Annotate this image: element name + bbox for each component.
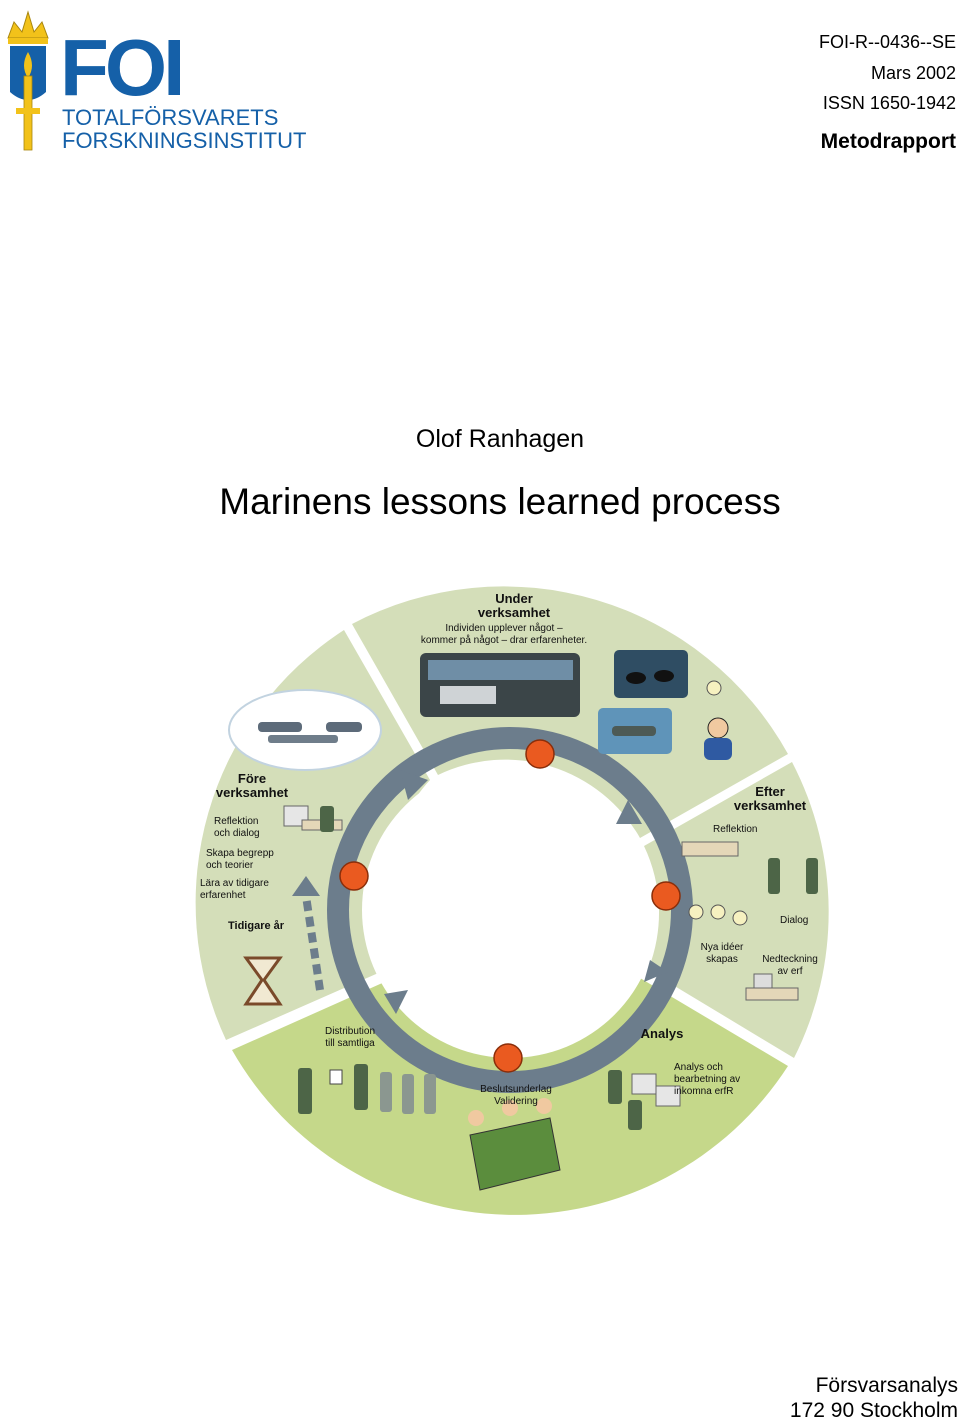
label-analys-beslut1: Beslutsunderlag bbox=[480, 1084, 552, 1095]
hourglass-icon bbox=[243, 956, 283, 1006]
report-number: FOI-R--0436--SE bbox=[818, 32, 956, 52]
label-analys-title: Analys bbox=[641, 1026, 684, 1041]
logo-wordmark: FOI bbox=[60, 23, 185, 112]
report-type: Metodrapport bbox=[820, 130, 956, 153]
label-efter-nya2: skapas bbox=[706, 954, 738, 965]
process-ring bbox=[327, 727, 693, 1093]
divers-photo bbox=[614, 650, 688, 698]
label-under-title1: Under bbox=[495, 591, 533, 606]
meeting-table-icon bbox=[468, 1098, 561, 1191]
person-icon bbox=[707, 717, 729, 739]
issn: ISSN 1650-1942 bbox=[822, 93, 956, 113]
label-under-desc2: kommer på något – drar erfarenheter. bbox=[421, 634, 587, 646]
node-efter bbox=[651, 881, 681, 911]
label-fore-tidigare: Tidigare år bbox=[228, 920, 285, 932]
org-name-line2: FORSKNINGSINSTITUT bbox=[62, 128, 307, 153]
label-efter-nya1: Nya idéer bbox=[701, 942, 744, 953]
org-name-line1: TOTALFÖRSVARETS bbox=[62, 105, 279, 130]
label-analys-desc1: Analys och bbox=[674, 1062, 723, 1073]
lightbulb-icon bbox=[688, 904, 748, 926]
workstation-icon bbox=[283, 805, 343, 832]
label-fore-r2: och dialog bbox=[214, 828, 260, 839]
label-analys-beslut2: Validering bbox=[494, 1096, 538, 1107]
document-title: Marinens lessons learned process bbox=[219, 481, 781, 522]
label-efter-ned2: av erf bbox=[777, 966, 802, 977]
label-fore-title2: verksamhet bbox=[216, 785, 289, 800]
label-efter-dialog: Dialog bbox=[780, 915, 808, 926]
address-line2: 172 90 Stockholm bbox=[789, 1399, 958, 1422]
computer-icon bbox=[631, 1073, 681, 1107]
soldiers-icon bbox=[768, 858, 818, 894]
label-fore-l2: erfarenhet bbox=[200, 890, 246, 901]
label-efter-title2: verksamhet bbox=[734, 798, 807, 813]
desk-icon bbox=[681, 841, 799, 1001]
arrow-head-icon bbox=[292, 876, 320, 896]
node-analys bbox=[493, 1043, 523, 1073]
label-fore-s2: och teorier bbox=[206, 860, 254, 871]
label-analys-dist2: till samtliga bbox=[325, 1038, 375, 1049]
author: Olof Ranhagen bbox=[415, 425, 585, 453]
arrow-head-icon bbox=[400, 770, 428, 800]
document-icon bbox=[329, 1069, 343, 1085]
label-analys-dist1: Distribution bbox=[325, 1026, 375, 1037]
queue-icon bbox=[298, 1064, 436, 1114]
process-wheel-diagram: Under verksamhet Individen upplever någo… bbox=[195, 586, 829, 1215]
arrow-head-icon bbox=[644, 960, 668, 982]
segment-efter bbox=[644, 762, 829, 1058]
arrow-head-icon bbox=[384, 990, 408, 1014]
label-fore-s1: Skapa begrepp bbox=[206, 848, 274, 859]
crown-emblem-icon bbox=[7, 10, 49, 151]
analysts-icon bbox=[608, 1070, 642, 1130]
label-under-title2: verksamhet bbox=[478, 605, 551, 620]
report-date: Mars 2002 bbox=[870, 63, 956, 83]
node-fore bbox=[339, 861, 369, 891]
label-analys-desc2: bearbetning av bbox=[674, 1074, 740, 1085]
address-line1: Försvarsanalys bbox=[815, 1374, 958, 1397]
foi-logo bbox=[7, 10, 49, 151]
node-under bbox=[525, 739, 555, 769]
lightbulb-icon bbox=[706, 680, 722, 696]
label-fore-title1: Före bbox=[238, 771, 266, 786]
thought-cloud-icon bbox=[228, 689, 382, 771]
label-efter-reflektion: Reflektion bbox=[713, 824, 757, 835]
label-fore-r1: Reflektion bbox=[214, 816, 258, 827]
label-fore-l1: Lära av tidigare bbox=[200, 878, 269, 889]
label-efter-title1: Efter bbox=[755, 784, 785, 799]
label-analys-desc3: inkomna erfR bbox=[674, 1086, 733, 1097]
label-under-desc1: Individen upplever något – bbox=[445, 622, 563, 634]
arrow-head-icon bbox=[616, 800, 642, 824]
label-efter-ned1: Nedteckning bbox=[762, 954, 818, 965]
